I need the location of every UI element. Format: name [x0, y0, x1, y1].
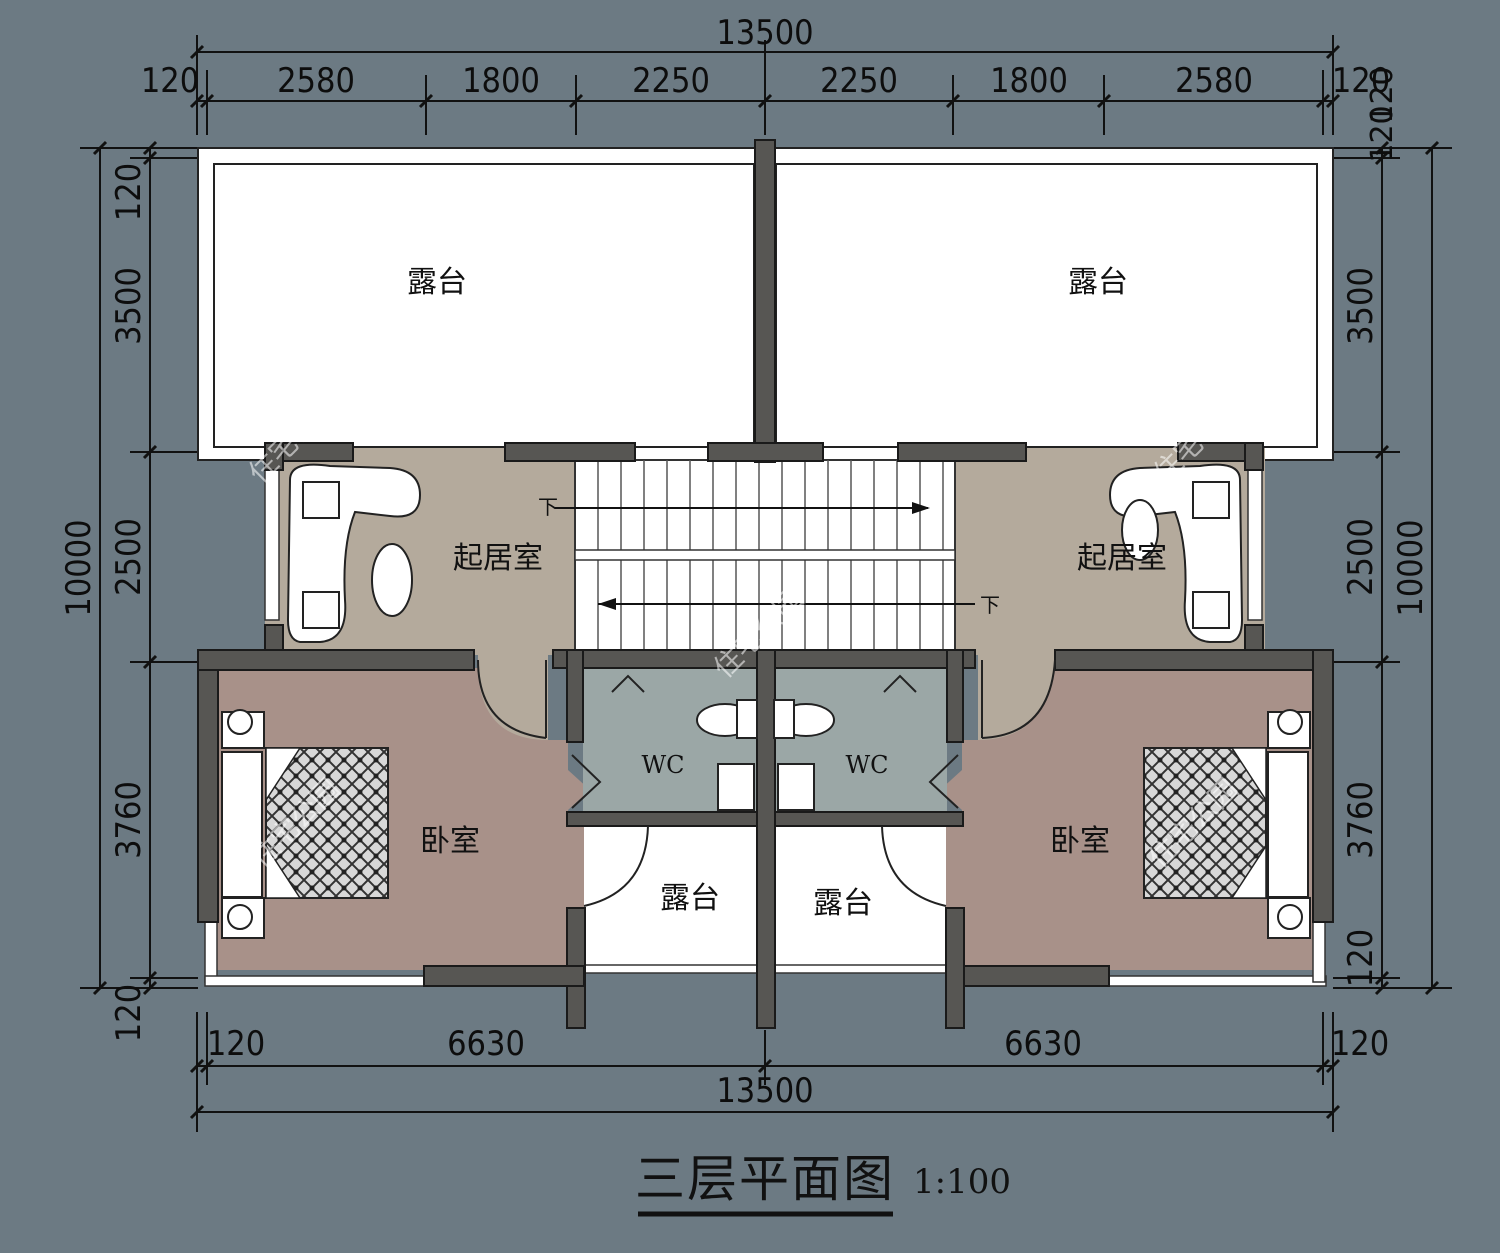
right-dim-5: 3760	[1341, 781, 1381, 859]
left-dim-2: 3500	[109, 267, 149, 345]
building: 下 下	[197, 139, 1334, 1029]
label-bedroom-left: 卧室	[420, 824, 480, 859]
bottom-dim-4: 120	[1331, 1024, 1389, 1064]
left-dim-5: 120	[109, 984, 149, 1042]
drawing-title-block: 三层平面图 1:100	[635, 1150, 1011, 1217]
bottom-dim-1: 120	[207, 1024, 265, 1064]
right-dim-4: 2500	[1341, 518, 1381, 596]
top-dimensions: 13500 120 2580 1800 2250 2250 1800 2580 …	[141, 13, 1390, 135]
top-dim-4: 2250	[632, 61, 710, 101]
drawing-title: 三层平面图	[635, 1150, 895, 1208]
top-dim-7: 2580	[1175, 61, 1253, 101]
right-dimensions: 120 120 3500 2500 3760 120 10000	[1333, 66, 1452, 996]
top-dim-5: 2250	[820, 61, 898, 101]
bottom-dimensions: 120 6630 6630 120 13500	[189, 1012, 1389, 1132]
bottom-dim-2: 6630	[447, 1024, 525, 1064]
label-wc-left: WC	[641, 751, 684, 779]
label-terrace-bottom-right: 露台	[813, 886, 873, 921]
label-living-right: 起居室	[1077, 541, 1167, 576]
left-dimensions: 120 3500 2500 3760 120 10000	[59, 140, 198, 1042]
right-dim-3: 3500	[1341, 267, 1381, 345]
label-terrace-top-left: 露台	[407, 265, 467, 300]
top-dim-8: 120	[1332, 61, 1390, 101]
left-total-dim: 10000	[59, 519, 99, 616]
label-terrace-top-right: 露台	[1068, 265, 1128, 300]
bottom-total-dim: 13500	[716, 1071, 813, 1111]
left-dim-4: 3760	[109, 781, 149, 859]
left-dim-1: 120	[109, 163, 149, 221]
bottom-dim-3: 6630	[1004, 1024, 1082, 1064]
right-total-dim: 10000	[1391, 519, 1431, 616]
drawing-scale: 1:100	[913, 1162, 1011, 1202]
top-dim-1: 120	[141, 61, 199, 101]
left-dim-3: 2500	[109, 518, 149, 596]
top-dim-2: 2580	[277, 61, 355, 101]
right-dim-1: 120	[1365, 66, 1400, 123]
right-dim-6: 120	[1341, 929, 1381, 987]
label-living-left: 起居室	[453, 541, 543, 576]
right-dim-2: 120	[1365, 105, 1400, 162]
top-dim-3: 1800	[462, 61, 540, 101]
stair-down-lower: 下	[980, 593, 1000, 617]
label-wc-right: WC	[845, 751, 888, 779]
bottom-terrace-left	[584, 826, 757, 971]
top-dim-6: 1800	[990, 61, 1068, 101]
label-terrace-bottom-left: 露台	[660, 881, 720, 916]
room-labels: 露台 露台 起居室 起居室 卧室 卧室 WC WC 露台 露台	[407, 265, 1167, 921]
label-bedroom-right: 卧室	[1050, 824, 1110, 859]
bottom-terrace-right	[776, 826, 946, 971]
top-total-dim: 13500	[716, 13, 813, 53]
stair-down-upper: 下	[538, 495, 558, 519]
